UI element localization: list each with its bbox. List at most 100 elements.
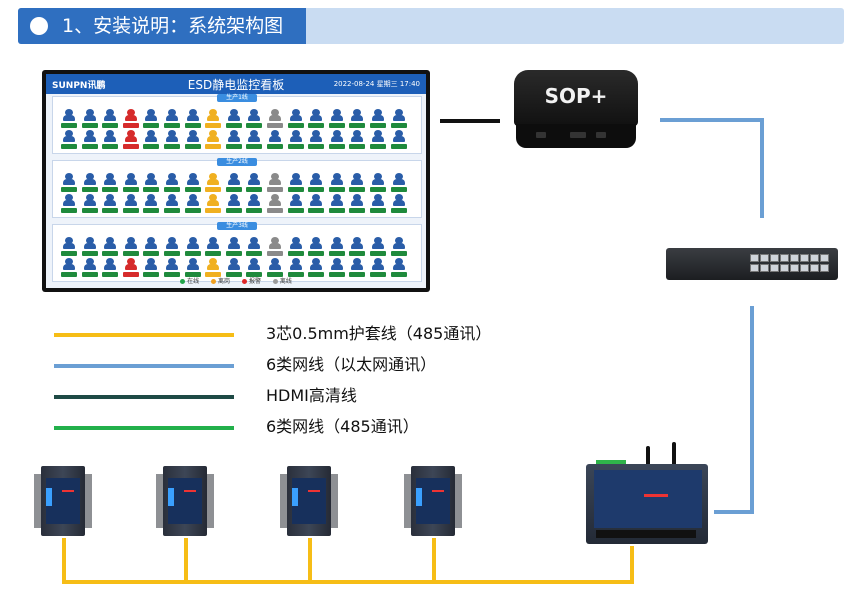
workstation-operator-icon xyxy=(81,258,98,278)
workstation-operator-icon xyxy=(328,258,345,278)
monitor-display: SUNPN讯鹏 ESD静电监控看板 2022-08-24 星期三 17:40 生… xyxy=(42,70,430,292)
workstation-operator-icon xyxy=(390,194,407,214)
workstation-operator-icon xyxy=(349,109,366,129)
workstation-operator-icon xyxy=(390,130,407,150)
workstation-operator-icon xyxy=(370,258,386,278)
rj45-port-icon xyxy=(750,264,759,272)
rs485-bus-cable xyxy=(62,538,634,584)
workstation-operator-icon xyxy=(308,173,325,193)
workstation-operator-icon xyxy=(164,258,180,278)
workstation-operator-icon xyxy=(122,258,139,278)
workstation-operator-icon xyxy=(390,109,407,129)
workstation-operator-icon xyxy=(81,194,98,214)
rj45-port-icon xyxy=(780,254,789,262)
workstation-operator-icon xyxy=(143,109,160,129)
workstation-operator-icon xyxy=(122,194,139,214)
rj45-port-icon xyxy=(810,264,819,272)
workstation-operator-icon xyxy=(287,194,304,214)
legend-text-cat6-485: 6类网线（485通讯） xyxy=(266,417,419,436)
workstation-operator-icon xyxy=(349,194,366,214)
workstation-operator-icon xyxy=(246,109,263,129)
workstation-operator-icon xyxy=(287,173,304,193)
workstation-operator-icon xyxy=(184,237,201,257)
lan-port-icon xyxy=(596,132,606,138)
workstation-operator-icon xyxy=(205,237,222,257)
workstation-operator-icon xyxy=(267,237,283,257)
workstation-operator-icon xyxy=(349,173,366,193)
workstation-operator-icon xyxy=(287,237,304,257)
gateway-face xyxy=(594,470,702,528)
workstation-operator-icon xyxy=(246,173,263,193)
workstation-operator-icon xyxy=(225,237,242,257)
workstation-operator-icon xyxy=(370,237,386,257)
rj45-port-icon xyxy=(750,254,759,262)
esd-dashboard-screen: SUNPN讯鹏 ESD静电监控看板 2022-08-24 星期三 17:40 生… xyxy=(46,74,426,288)
workstation-operator-icon xyxy=(308,258,325,278)
rj45-port-icon xyxy=(760,254,769,262)
workstation-operator-icon xyxy=(102,258,119,278)
sop-logo: SOP+ xyxy=(544,84,608,108)
workstation-operator-icon xyxy=(102,173,119,193)
workstation-operator-icon xyxy=(225,109,242,129)
legend-text-hdmi: HDMI高清线 xyxy=(266,386,357,405)
legend-text-ethernet: 6类网线（以太网通讯） xyxy=(266,355,437,374)
workstation-operator-icon xyxy=(205,130,222,150)
antenna-icon xyxy=(672,442,676,468)
workstation-operator-icon xyxy=(370,109,386,129)
workstation-operator-icon xyxy=(390,237,407,257)
antenna-secondary-icon xyxy=(646,446,650,468)
workstation-operator-icon xyxy=(308,194,325,214)
workstation-operator-icon xyxy=(267,130,283,150)
workstation-operator-icon xyxy=(61,109,77,129)
legend-away: 离岗 xyxy=(211,276,230,285)
production-line-2: 生产2线 xyxy=(52,158,422,218)
rj45-port-icon xyxy=(800,264,809,272)
workstation-operator-icon xyxy=(122,109,139,129)
rj45-port-icon xyxy=(800,254,809,262)
workstation-operator-icon xyxy=(164,109,180,129)
ethernet-cable-sop-switch xyxy=(660,118,764,218)
edge-gateway-device xyxy=(586,442,710,544)
workstation-operator-icon xyxy=(328,237,345,257)
legend-offline: 离线 xyxy=(272,276,292,285)
dashboard-header: SUNPN讯鹏 ESD静电监控看板 2022-08-24 星期三 17:40 xyxy=(46,74,426,94)
section-title: 1、安装说明：系统架构图 xyxy=(62,15,284,37)
rj45-port-icon xyxy=(790,264,799,272)
production-line-1: 生产1线 xyxy=(52,94,422,154)
workstation-operator-icon xyxy=(349,237,366,257)
legend-line-rs485-sheathed xyxy=(54,333,234,337)
workstation-operator-icon xyxy=(225,194,242,214)
workstation-operator-icon xyxy=(390,258,407,278)
workstation-operator-icon xyxy=(205,109,222,129)
workstation-operator-icon xyxy=(287,258,304,278)
rj45-port-icon xyxy=(760,264,769,272)
workstation-operator-icon xyxy=(246,130,263,150)
esd-monitor-device-2 xyxy=(156,466,214,536)
workstation-operator-icon xyxy=(184,173,201,193)
workstation-operator-icon xyxy=(267,109,283,129)
workstation-operator-icon xyxy=(143,130,160,150)
esd-monitor-device-3 xyxy=(280,466,338,536)
workstation-operator-icon xyxy=(122,130,139,150)
workstation-operator-icon xyxy=(287,130,304,150)
workstation-operator-icon xyxy=(205,258,222,278)
workstation-operator-icon xyxy=(61,130,77,150)
workstation-operator-icon xyxy=(102,109,119,129)
sop-player-box: SOP+ xyxy=(514,70,638,152)
sop-box-top xyxy=(514,70,638,126)
rj45-port-icon xyxy=(780,264,789,272)
workstation-operator-icon xyxy=(246,237,263,257)
workstation-operator-icon xyxy=(308,109,325,129)
workstation-operator-icon xyxy=(81,237,98,257)
workstation-operator-icon xyxy=(143,173,160,193)
workstation-operator-icon xyxy=(184,194,201,214)
workstation-operator-icon xyxy=(61,194,77,214)
workstation-operator-icon xyxy=(267,258,283,278)
workstation-operator-icon xyxy=(102,130,119,150)
workstation-operator-icon xyxy=(328,173,345,193)
workstation-operator-icon xyxy=(267,194,283,214)
gateway-brand-mark xyxy=(644,494,668,497)
workstation-operator-icon xyxy=(246,258,263,278)
workstation-operator-icon xyxy=(61,173,77,193)
workstation-operator-icon xyxy=(164,194,180,214)
